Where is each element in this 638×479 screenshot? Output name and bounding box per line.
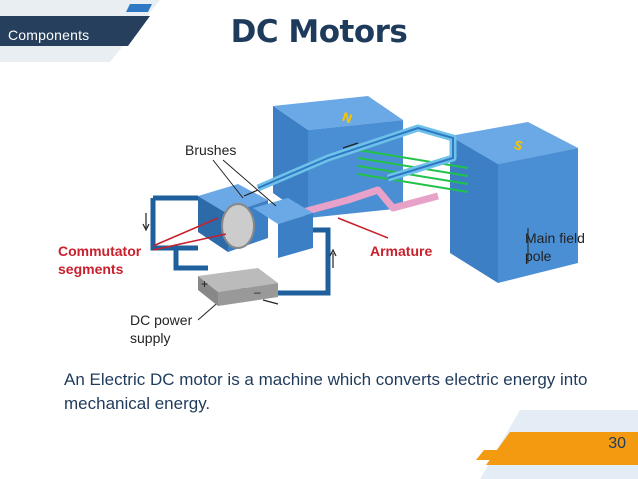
dc-power-supply-box (198, 268, 278, 306)
section-tag-shape (0, 0, 160, 62)
commutator (198, 184, 313, 258)
brushes-label: Brushes (185, 142, 237, 158)
description-text: An Electric DC motor is a machine which … (64, 370, 588, 413)
minus-terminal: – (254, 285, 261, 299)
commutator-pointer-lines (152, 217, 227, 251)
section-tag: Components (8, 27, 90, 43)
dc-power-label-line2: supply (130, 330, 171, 346)
page-number: 30 (608, 435, 626, 452)
commutator-label-line2: segments (58, 261, 124, 277)
circuit-wire-left (150, 198, 198, 251)
main-field-label-line2: pole (525, 248, 552, 264)
south-pole-block: S (450, 122, 578, 283)
main-field-label-line1: Main field (525, 230, 585, 246)
armature-wire-pink (287, 186, 439, 220)
dc-motor-diagram: N S (58, 68, 604, 348)
dc-power-label-line1: DC power (130, 312, 193, 328)
footer-page-shape (476, 410, 638, 479)
dc-motor-illustration: N S (58, 68, 604, 348)
north-pole-mark: N (340, 110, 354, 127)
plus-terminal: + (201, 277, 209, 291)
armature-label: Armature (370, 243, 433, 259)
commutator-label-line1: Commutator (58, 243, 142, 259)
armature-pointer-line (337, 217, 389, 239)
page-title: DC Motors (230, 14, 408, 50)
